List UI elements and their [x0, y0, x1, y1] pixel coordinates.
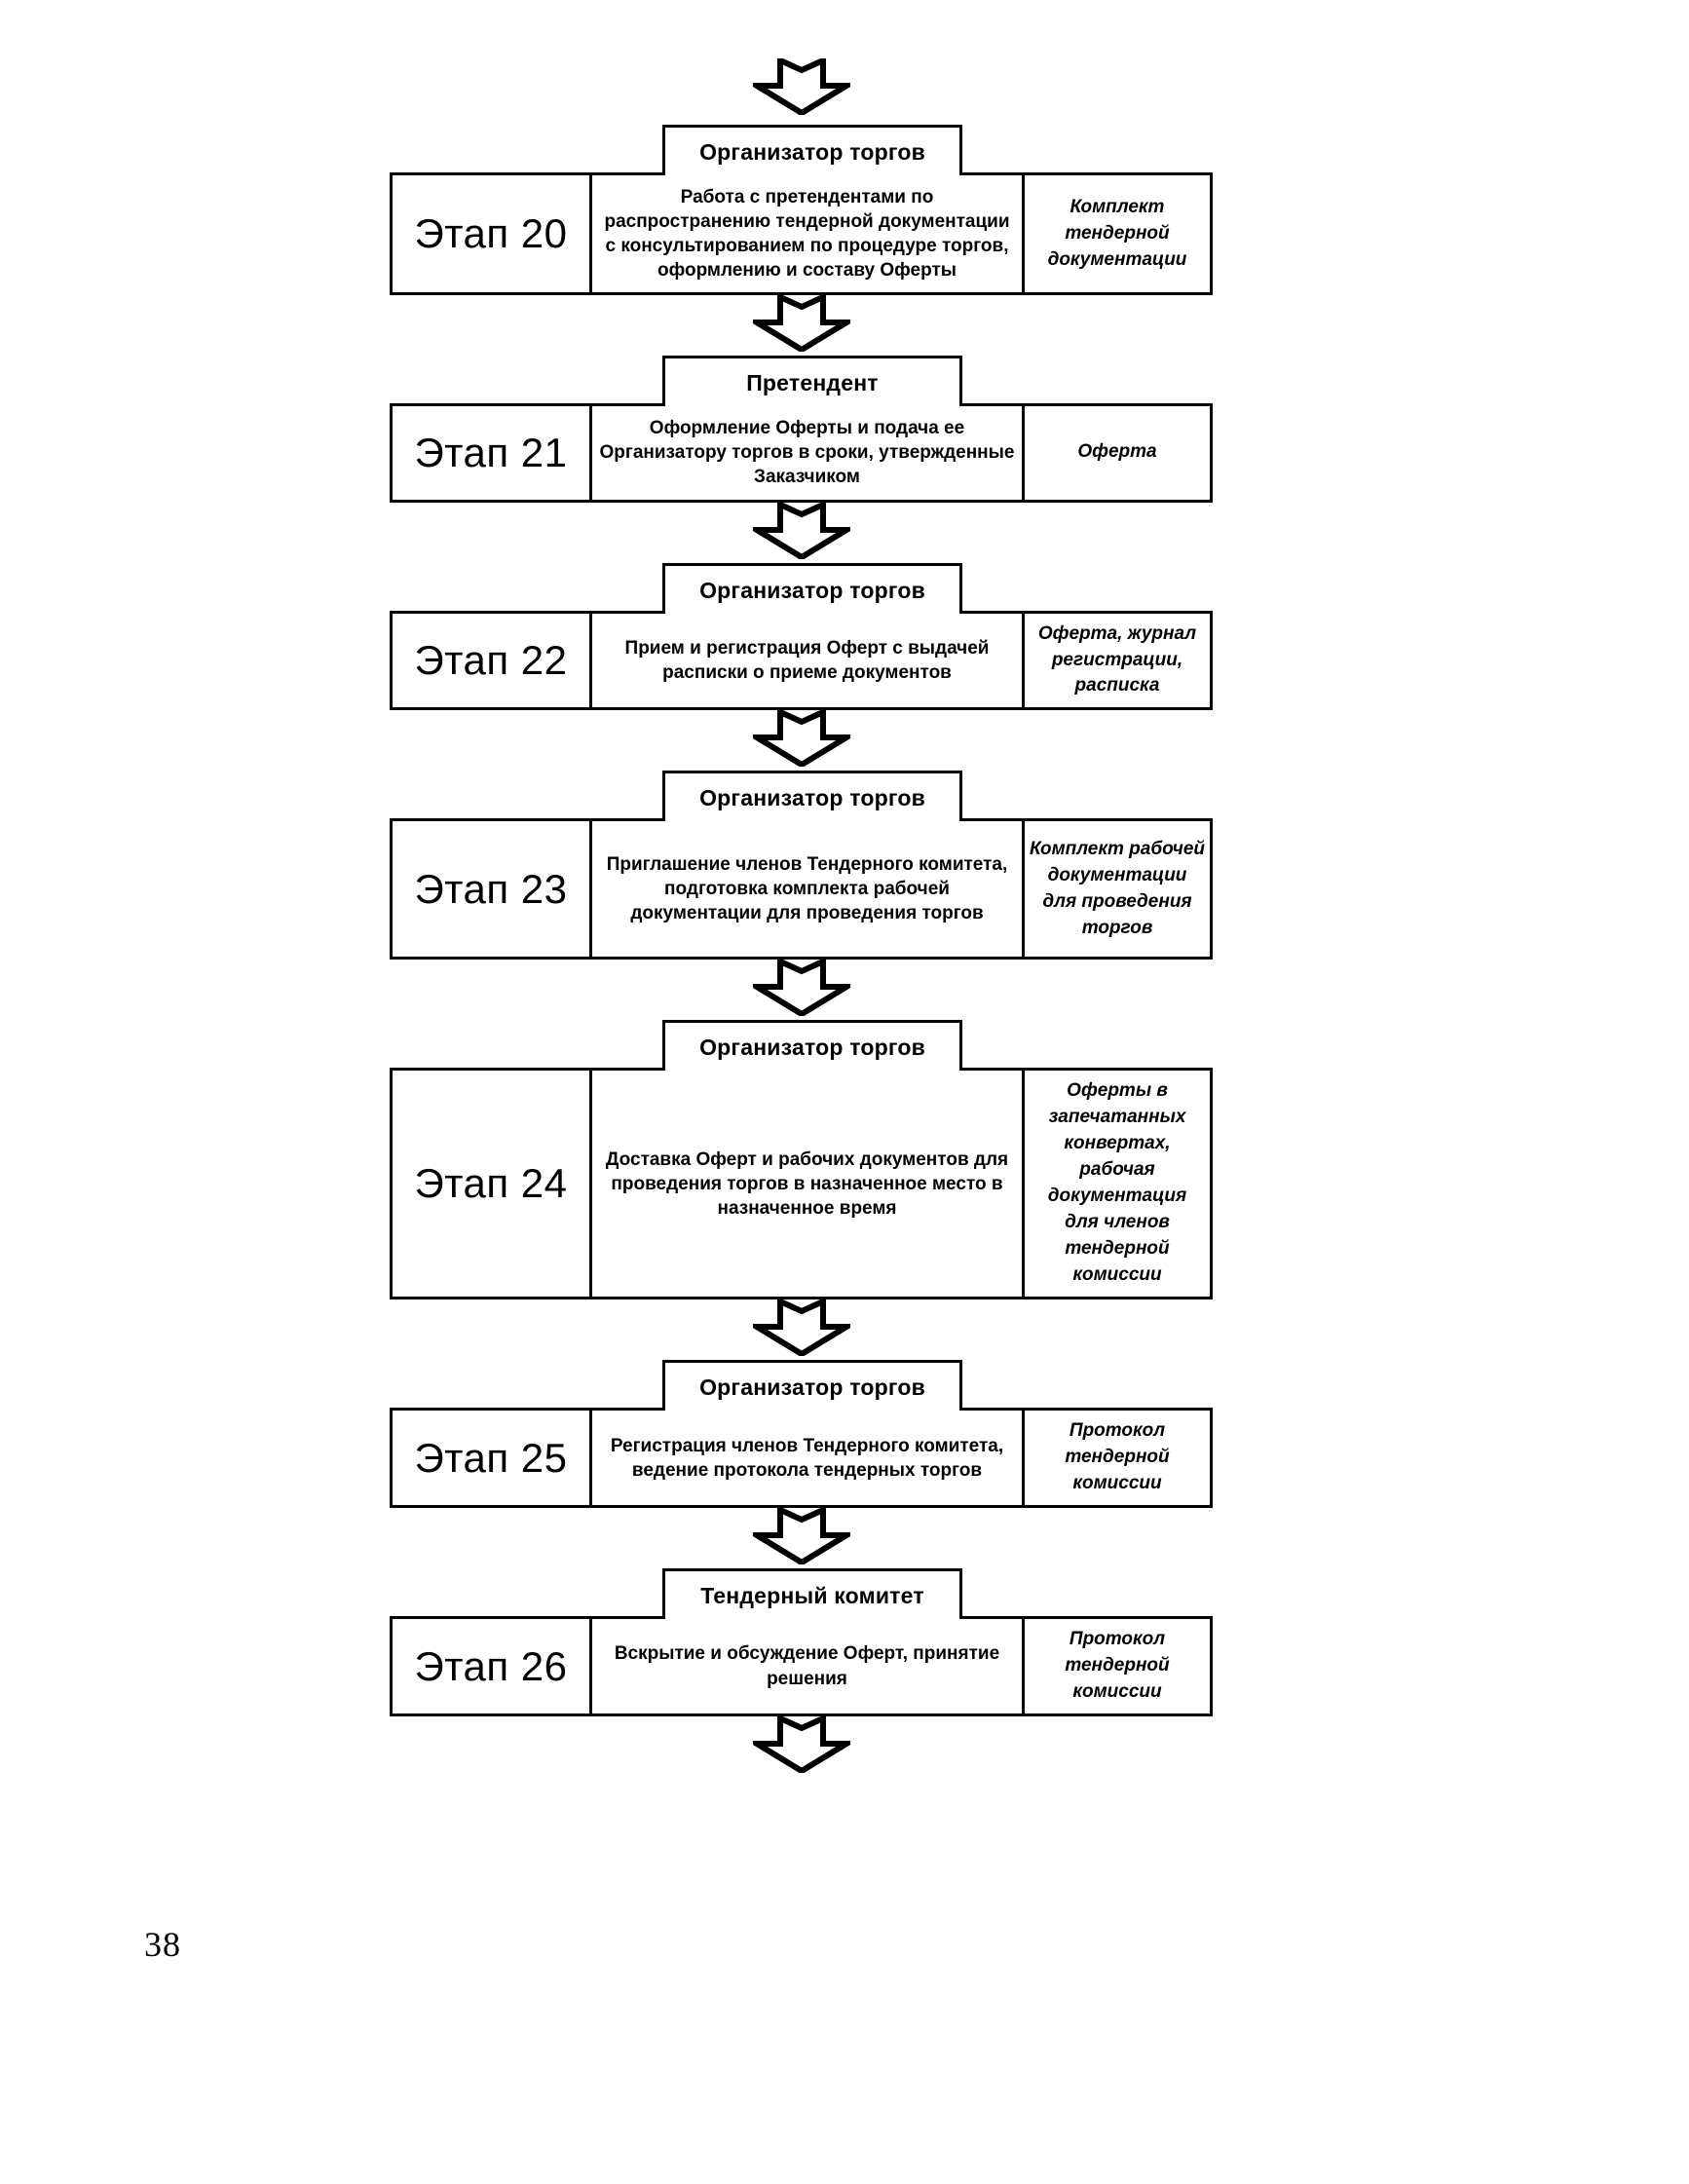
stage-24-row: Этап 24 Доставка Оферт и рабочих докумен… [390, 1068, 1213, 1300]
stage-22-label: Этап 22 [393, 613, 592, 708]
down-block-arrow-icon-entry [390, 58, 1213, 125]
stage-21-document: Оферта [1077, 441, 1157, 463]
stage-23-label: Этап 23 [393, 821, 592, 958]
stage-20-description: Работа с претендентами по распространени… [592, 175, 1025, 293]
stage-20-document: Комплект тендерной документации [1047, 196, 1187, 270]
stage-22-row: Этап 22 Прием и регистрация Оферт с выда… [390, 610, 1213, 711]
stage-26-row: Этап 26 Вскрытие и обсуждение Оферт, при… [390, 1616, 1213, 1717]
down-block-arrow-icon-4 [390, 960, 1213, 1020]
stage-20: Организатор торгов Этап 20 Работа с прет… [390, 125, 1213, 296]
stage-25-row: Этап 25 Регистрация членов Тендерного ко… [390, 1408, 1213, 1509]
stage-26-role-header: Тендерный комитет [662, 1568, 962, 1620]
stage-25-document: Протокол тендерной комиссии [1065, 1420, 1170, 1494]
stage-23-role-header: Организатор торгов [662, 771, 962, 822]
stage-21-label: Этап 21 [393, 406, 592, 500]
stage-26-description: Вскрытие и обсуждение Оферт, принятие ре… [592, 1619, 1025, 1714]
stage-23-document: Комплект рабочей документации для провед… [1030, 839, 1206, 938]
down-block-arrow-icon-2 [390, 502, 1213, 563]
stage-21-role-header: Претендент [662, 356, 962, 407]
stage-22: Организатор торгов Этап 22 Прием и регис… [390, 562, 1213, 711]
stage-21-description: Оформление Оферты и подача ее Организато… [592, 406, 1025, 500]
stage-21: Претендент Этап 21 Оформление Оферты и п… [390, 356, 1213, 503]
stage-23-description: Приглашение членов Тендерного комитета, … [592, 821, 1025, 958]
stage-20-role-header: Организатор торгов [662, 125, 962, 175]
down-block-arrow-icon-6 [390, 1508, 1213, 1568]
stage-26-document: Протокол тендерной комиссии [1065, 1629, 1170, 1703]
stage-24-label: Этап 24 [393, 1071, 592, 1298]
stage-22-role-header: Организатор торгов [662, 562, 962, 614]
stage-24: Организатор торгов Этап 24 Доставка Офер… [390, 1020, 1213, 1300]
stage-25-role-header: Организатор торгов [662, 1360, 962, 1412]
stage-26: Тендерный комитет Этап 26 Вскрытие и обс… [390, 1568, 1213, 1717]
stage-23: Организатор торгов Этап 23 Приглашение ч… [390, 771, 1213, 960]
stage-21-row: Этап 21 Оформление Оферты и подача ее Ор… [390, 403, 1213, 503]
stage-23-row: Этап 23 Приглашение членов Тендерного ко… [390, 818, 1213, 960]
stage-25-label: Этап 25 [393, 1411, 592, 1506]
stage-25: Организатор торгов Этап 25 Регистрация ч… [390, 1360, 1213, 1509]
stage-20-row: Этап 20 Работа с претендентами по распро… [390, 172, 1213, 296]
stage-25-description: Регистрация членов Тендерного комитета, … [592, 1411, 1025, 1506]
stage-26-label: Этап 26 [393, 1619, 592, 1714]
stage-24-description: Доставка Оферт и рабочих документов для … [592, 1071, 1025, 1298]
stage-24-document: Оферты в запечатанных конвертах, рабочая… [1047, 1080, 1187, 1286]
page-number: 38 [144, 1925, 181, 1964]
stage-22-document: Оферта, журнал регистрации, расписка [1037, 622, 1197, 697]
stage-22-description: Прием и регистрация Оферт с выдачей расп… [592, 613, 1025, 708]
down-block-arrow-icon-5 [390, 1299, 1213, 1360]
stage-20-label: Этап 20 [393, 175, 592, 293]
stage-24-role-header: Организатор торгов [662, 1020, 962, 1072]
down-block-arrow-icon-1 [390, 295, 1213, 356]
down-block-arrow-icon-7 [390, 1716, 1213, 1777]
down-block-arrow-icon-3 [390, 710, 1213, 771]
flowchart: Организатор торгов Этап 20 Работа с прет… [390, 58, 1213, 1777]
